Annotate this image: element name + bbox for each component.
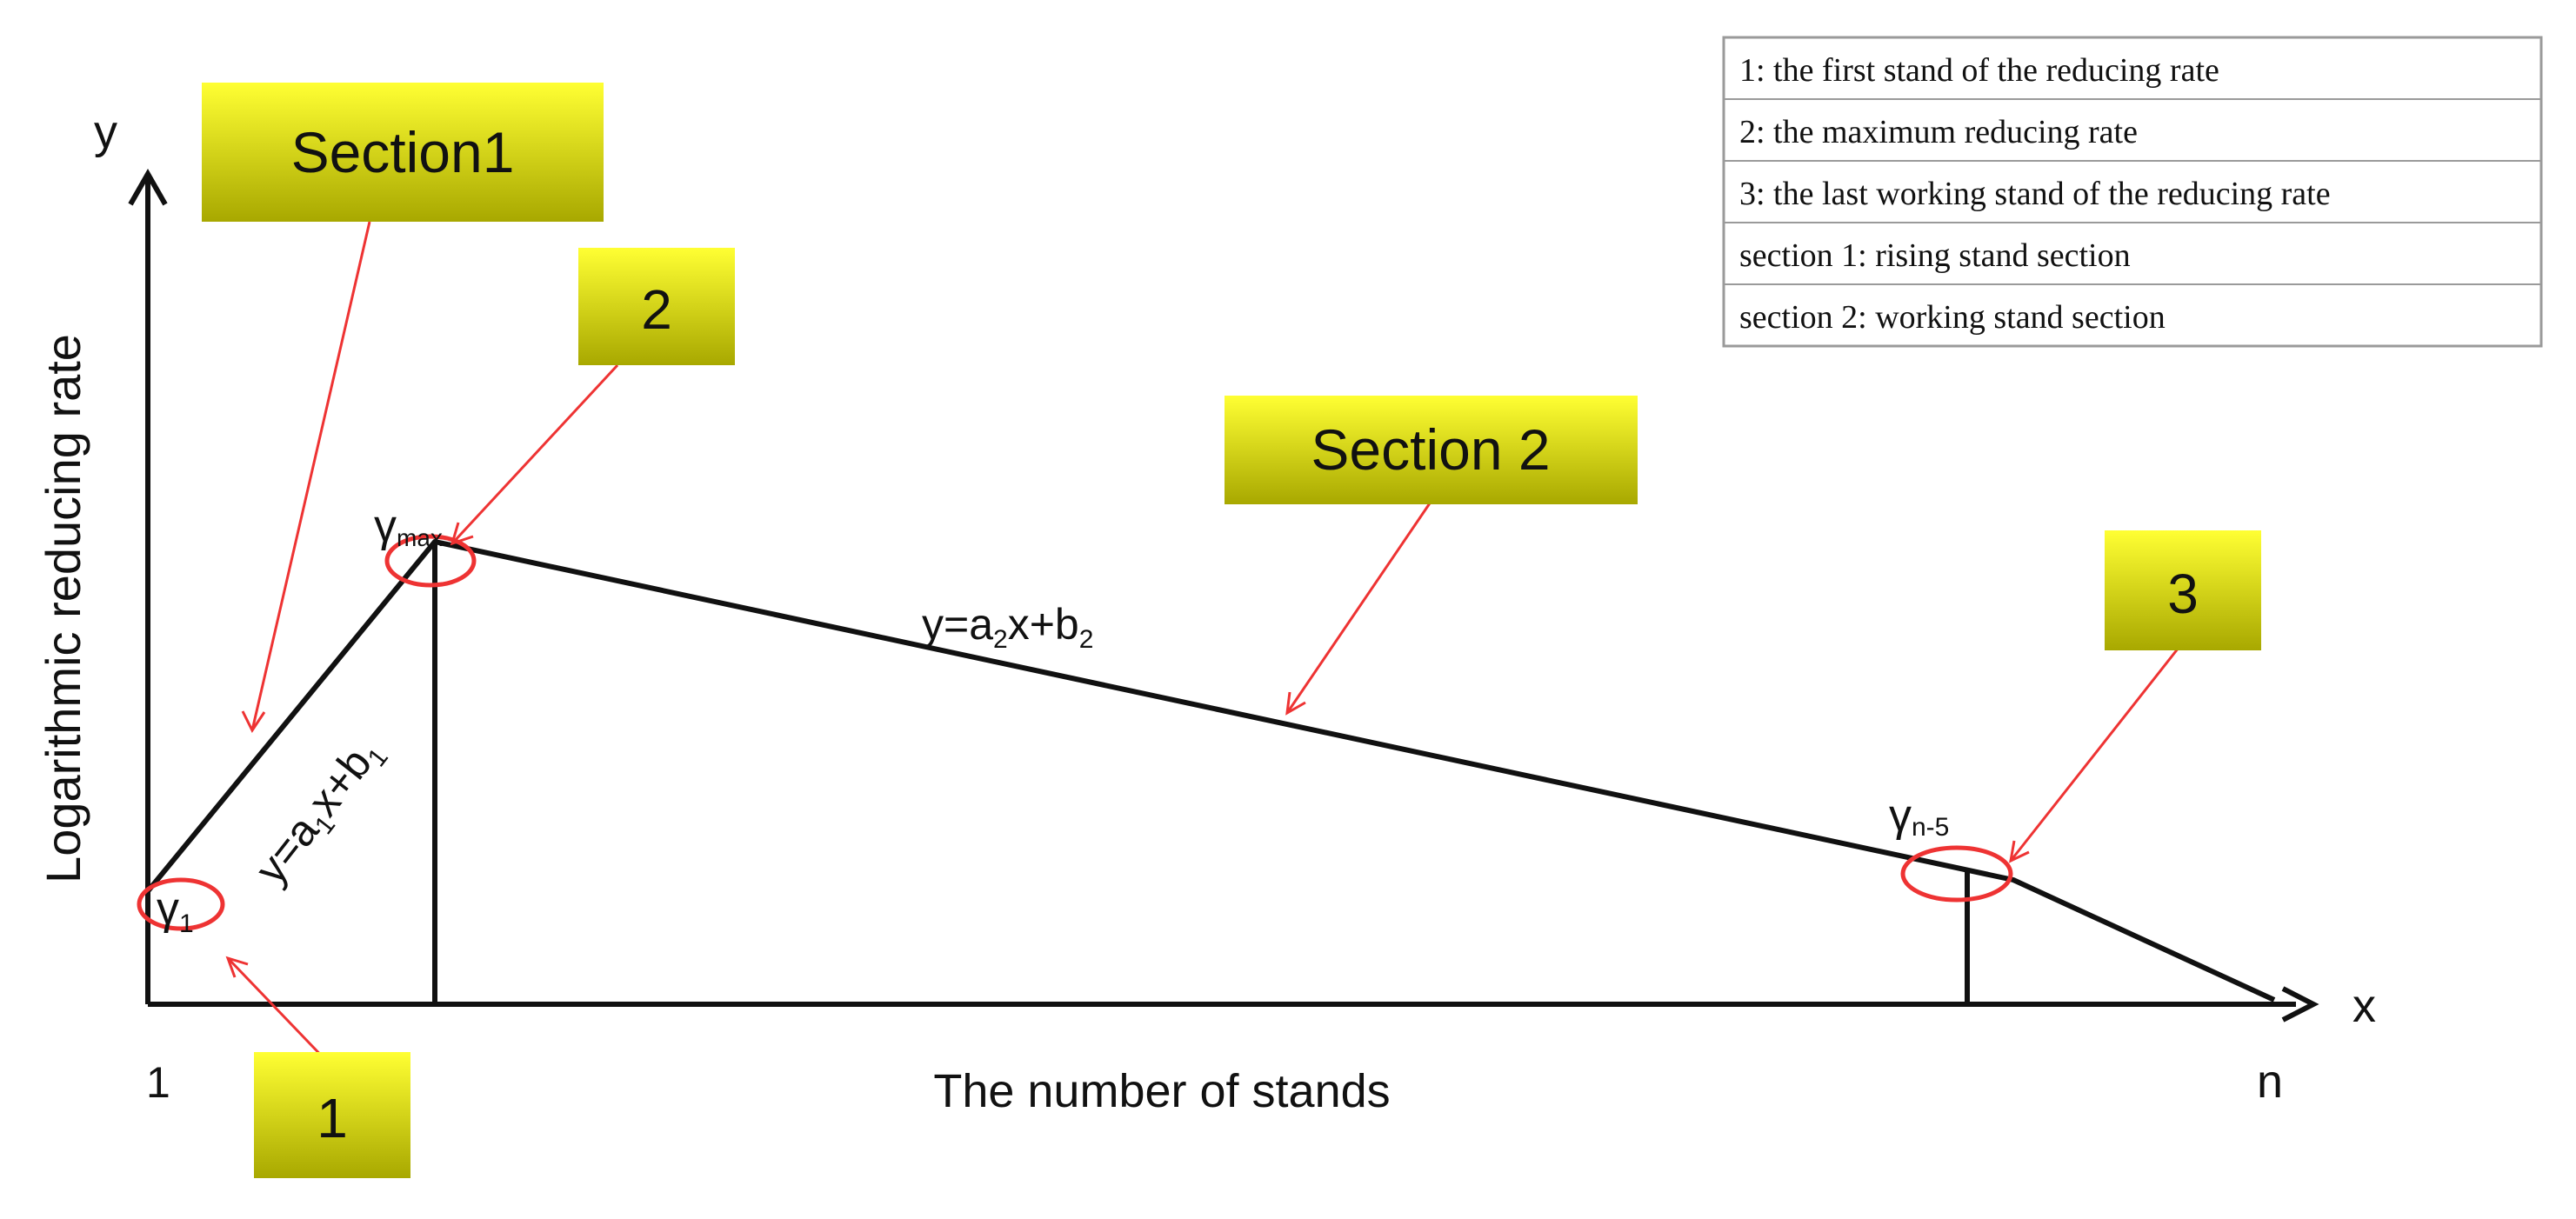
callout-c2-text: 2 [641,278,672,341]
callout-c2: 2 [578,248,735,365]
eq2-part2: x+b [1008,600,1079,649]
legend-row-2: 2: the maximum reducing rate [1739,114,2138,150]
callout-section2-box [1225,396,1638,504]
y-axis-letter: y [94,106,117,158]
x-axis-label: The number of stands [933,1065,1390,1117]
gamma-n5-marker [1900,845,2013,903]
legend-table: 1: the first stand of the reducing rate … [1722,36,2543,348]
legend-row-5: section 2: working stand section [1739,299,2166,336]
x-end-label: n [2257,1056,2283,1108]
callout-c3-box [2105,530,2261,650]
callout-c1: 1 [254,1052,410,1178]
callout-section1: Section1 [202,83,604,222]
y-axis-label: Logarithmic reducing rate [36,334,90,883]
gamma-1-marker [137,877,225,931]
arrow-c3-head [2009,840,2030,863]
eq2-sub1: 2 [993,625,1008,654]
arrow-section1 [250,221,371,731]
legend-frame [1722,36,2543,348]
arrow-c3 [2009,647,2180,862]
callout-c1-box [254,1052,410,1178]
gamma-n5-symbol: γ [1889,790,1912,841]
gamma-n5-subscript: n-5 [1912,813,1949,842]
arrow-c1 [226,956,332,1067]
annotation-arrows [225,221,2180,1067]
legend-row-4: section 1: rising stand section [1739,237,2131,274]
callout-c3: 3 [2105,530,2261,650]
callout-section1-box [202,83,604,222]
gamma-n5-label: γn-5 [1889,790,1949,842]
callout-section2-text: Section 2 [1311,417,1550,482]
legend-row-1: 1: the first stand of the reducing rate [1739,52,2219,89]
x-start-label: 1 [146,1058,170,1107]
section2-equation: y=a2x+b2 [922,600,1093,654]
y-axis-arrowhead [128,168,168,206]
arrow-c2 [450,363,619,545]
x-axis-letter: x [2352,980,2376,1032]
callout-section2: Section 2 [1225,396,1638,504]
x-axis-arrowhead [2281,986,2319,1022]
callout-section1-text: Section1 [291,120,515,184]
eq2-sub2: 2 [1079,625,1094,654]
legend-row-3: 3: the last working stand of the reducin… [1739,176,2331,212]
arrow-section2-head [1285,691,1306,716]
reducing-rate-curve [145,539,2276,1003]
section1-equation: y=a1x+b1 [246,728,394,896]
arrow-section2 [1285,495,1437,714]
gamma-1-symbol: γ [157,883,179,934]
axes [128,168,2319,1022]
callout-c3-text: 3 [2167,563,2199,625]
gamma-1-subscript: 1 [179,909,194,938]
gamma-max-label: γmax [374,501,443,551]
callout-c2-box [578,248,735,365]
arrow-section1-head [241,710,266,733]
gamma-max-subscript: max [397,524,443,551]
arrow-c1-head [225,956,249,978]
gamma-max-marker [384,534,477,588]
gamma-1-label: γ1 [157,883,194,938]
callout-c1-text: 1 [317,1087,348,1149]
gamma-max-symbol: γ [374,501,397,551]
eq2-part1: y=a [922,600,993,649]
arrow-c2-head [450,522,474,546]
